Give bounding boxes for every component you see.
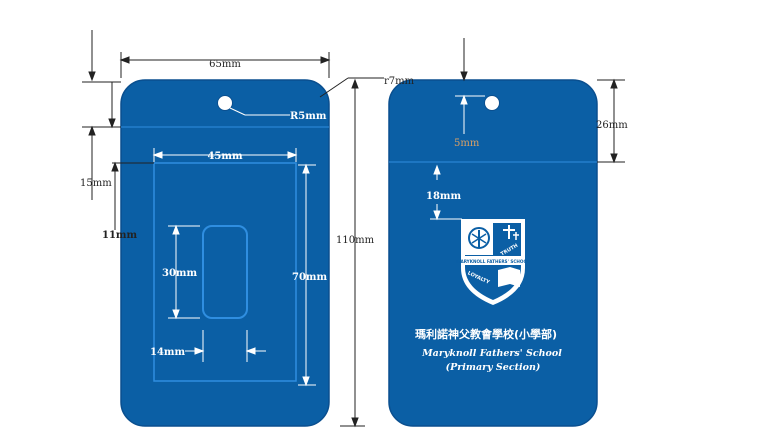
school-name-cn: 瑪利諾神父教會學校(小學部) [415,327,557,341]
dim-width-label: 65mm [209,59,241,70]
thumb-slot [202,225,248,319]
dim-back-band-label: 26mm [596,120,628,131]
back-white-dimensions [430,94,485,221]
dim-top-offset-label: 11mm [102,230,137,241]
dim-top-band-label: 15mm [80,178,112,189]
dim-height-label: 110mm [336,235,375,246]
lanyard-hole-icon [484,95,500,111]
front-dimensions [82,30,384,428]
dim-slot-gap-label: 14mm [150,347,185,358]
dim-slot-height-label: 30mm [162,268,197,279]
dim-hole-radius-label: R5mm [290,111,327,122]
school-crest-icon [461,219,525,305]
front-white-dimensions [152,107,316,387]
school-name-en: Maryknoll Fathers' School [421,348,562,359]
dim-window-height-label: 70mm [292,272,327,283]
dim-window-width-label: 45mm [207,151,242,162]
dim-back-hole-offset-label: 5mm [454,138,480,149]
card-window [153,162,297,382]
back-card: MARYKNOLL FATHERS' SCHOOL TRUTH LOYALTY … [388,79,598,427]
dim-logo-offset-label: 18mm [426,191,461,202]
front-card [120,79,330,427]
crest-band-text: MARYKNOLL FATHERS' SCHOOL [456,259,530,264]
school-section-en: (Primary Section) [446,362,541,373]
lanyard-hole-icon [217,95,233,111]
front-card-body [120,79,330,427]
back-dimensions [460,38,625,164]
dim-corner-radius-label: r7mm [384,76,415,87]
